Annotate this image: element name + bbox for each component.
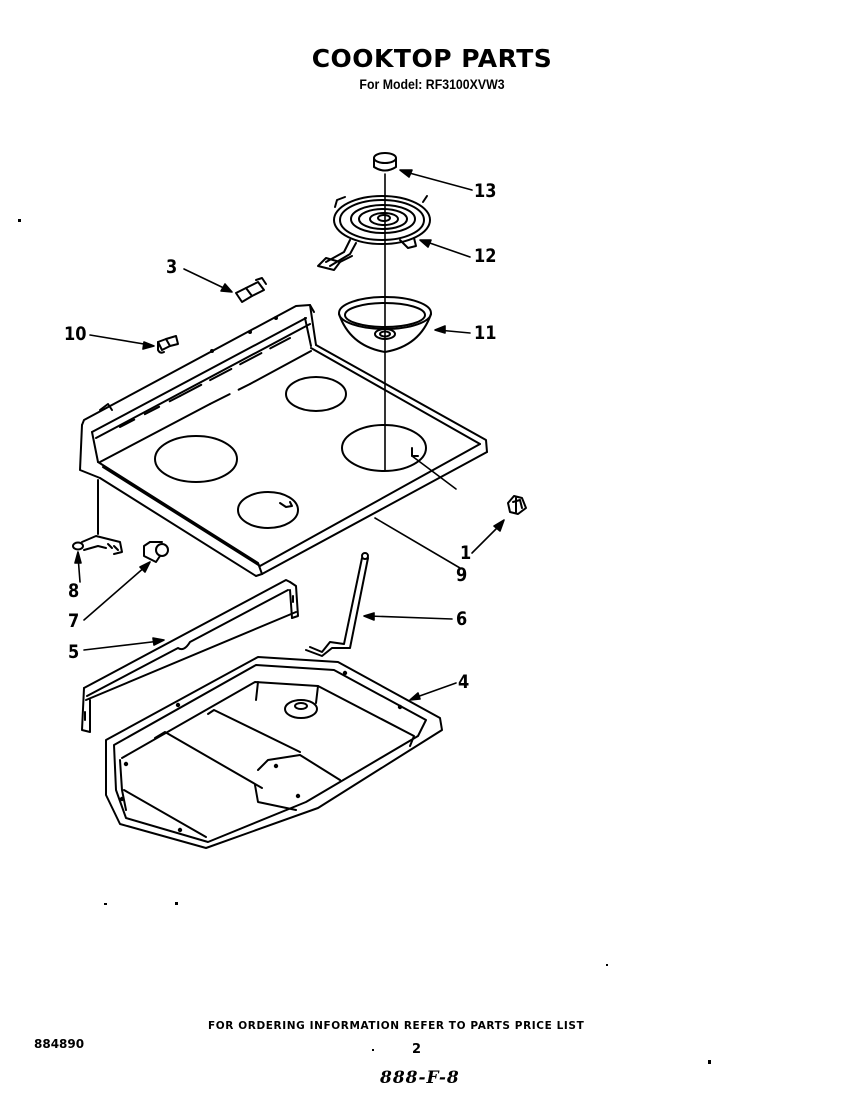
part-10-clip-icon	[157, 335, 179, 354]
callout-10: 10	[64, 323, 87, 345]
handwritten-code: 888-F-8	[380, 1068, 460, 1088]
part-4-burner-box	[105, 656, 443, 849]
part-12-surface-element-icon	[317, 195, 431, 271]
part-13-cap-icon	[373, 152, 397, 172]
model-subtitle: For Model: RF3100XVW3	[359, 76, 505, 92]
burner-opening-right-rear	[285, 376, 347, 412]
document-number: 884890	[34, 1037, 85, 1051]
scan-specks	[18, 219, 711, 1064]
part-3-bracket-icon	[235, 277, 267, 303]
ordering-info-note: FOR ORDERING INFORMATION REFER TO PARTS …	[208, 1020, 585, 1032]
callout-11: 11	[474, 322, 497, 344]
part-9-cooktop-panel	[79, 304, 488, 577]
page-title: COOKTOP PARTS	[311, 44, 553, 73]
burner-opening-left-rear	[154, 435, 238, 483]
part-1-terminal-block-icon	[507, 495, 527, 515]
callout-6: 6	[456, 608, 468, 630]
part-7-clip-icon	[143, 541, 169, 563]
burner-opening-right-front	[341, 424, 427, 472]
callout-12: 12	[474, 245, 497, 267]
part-8-hinge-bracket-icon	[72, 479, 123, 555]
callout-8: 8	[68, 580, 80, 602]
callout-9: 9	[456, 564, 468, 586]
page-number: 2	[412, 1042, 422, 1057]
callout-4: 4	[458, 671, 470, 693]
burner-opening-left-front	[237, 491, 299, 529]
callout-7: 7	[68, 610, 80, 632]
callout-13: 13	[474, 180, 497, 202]
part-6-support-rod-icon	[305, 552, 369, 657]
leader-lines	[74, 169, 505, 701]
callout-1: 1	[460, 542, 472, 564]
callout-5: 5	[68, 641, 80, 663]
callout-3: 3	[166, 256, 178, 278]
part-5-front-strip	[81, 579, 299, 733]
